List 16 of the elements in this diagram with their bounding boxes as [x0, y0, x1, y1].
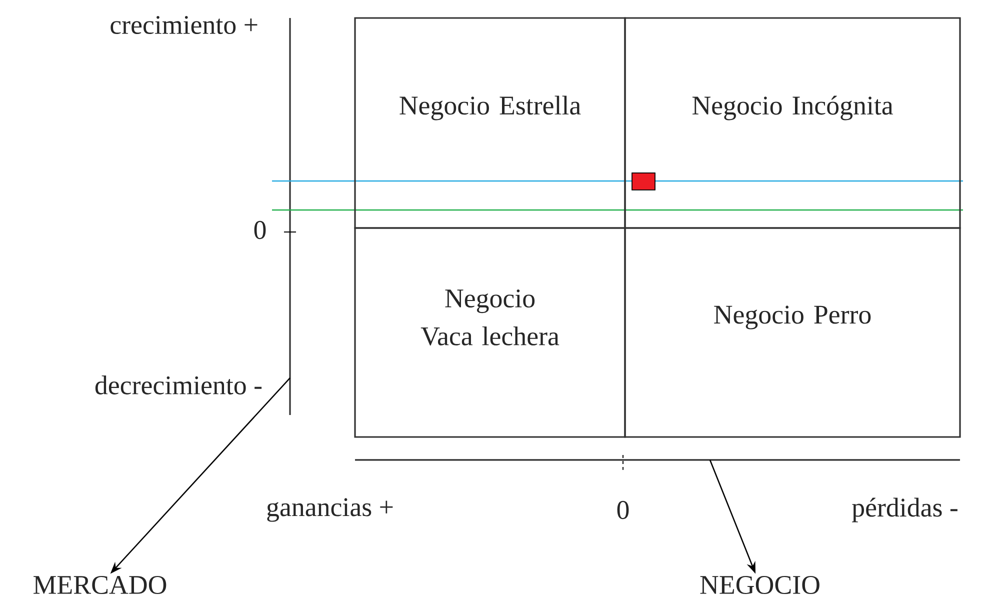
cell-text: Negocio Vaca lechera	[420, 289, 560, 346]
axis-title: MERCADO	[34, 576, 166, 594]
quadrant-cell	[624, 17, 961, 229]
quadrant-cell	[354, 227, 626, 438]
axis-label: 0	[254, 220, 266, 240]
axis-label: 0	[617, 500, 629, 520]
quadrant-cell	[354, 17, 626, 229]
axis-label: decrecimiento -	[95, 376, 262, 394]
cell-text: Negocio Perro	[714, 306, 871, 330]
cell-text: Negocio Incógnita	[692, 96, 893, 120]
axis-label: pérdidas -	[852, 498, 958, 522]
quadrant-cell	[624, 227, 961, 438]
cell-text: Negocio Estrella	[400, 96, 581, 120]
axis-label: ganancias +	[267, 498, 393, 522]
axis-title: NEGOCIO	[700, 576, 820, 594]
axis-label: crecimiento +	[110, 16, 258, 34]
